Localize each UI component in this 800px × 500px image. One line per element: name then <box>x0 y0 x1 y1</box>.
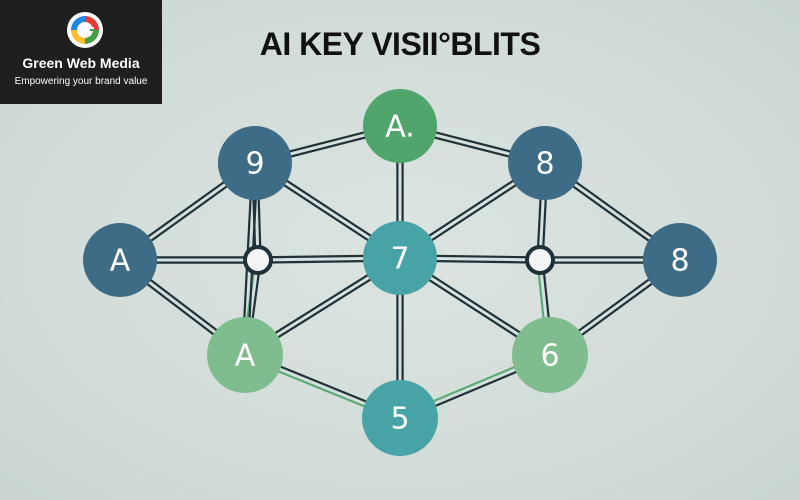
node-label-bottom: 5 <box>390 402 409 437</box>
node-top: A. <box>363 89 437 163</box>
node-bottom: 5 <box>362 380 438 456</box>
node-lower-right: 6 <box>512 317 588 393</box>
node-circle-top <box>363 89 437 163</box>
node-circle-junction-right <box>525 245 555 275</box>
node-left: A <box>83 223 157 297</box>
node-right: 8 <box>643 223 717 297</box>
node-circle-lower-right <box>512 317 588 393</box>
node-circle-right <box>643 223 717 297</box>
node-label-center: 7 <box>390 242 409 277</box>
diagram-title: AI KEY VISII°BLITS <box>259 26 541 62</box>
node-label-lower-right: 6 <box>540 339 559 374</box>
brand-tagline: Empowering your brand value <box>14 76 148 87</box>
node-label-lower-left: A <box>235 339 256 374</box>
node-circle-center <box>363 221 437 295</box>
node-center: 7 <box>363 221 437 295</box>
node-junction-left <box>243 245 273 275</box>
brand-name: Green Web Media <box>22 55 140 71</box>
node-label-upper-right: 8 <box>535 147 554 182</box>
node-circle-upper-right <box>508 126 582 200</box>
node-label-left: A <box>110 244 131 279</box>
node-lower-left: A <box>207 317 283 393</box>
node-label-upper-left: 9 <box>245 147 264 182</box>
node-circle-upper-left <box>218 126 292 200</box>
node-circle-junction-left <box>243 245 273 275</box>
node-upper-left: 9 <box>218 126 292 200</box>
green-web-media-logo-icon <box>67 12 103 48</box>
node-junction-right <box>525 245 555 275</box>
node-label-top: A. <box>385 110 415 145</box>
node-circle-left <box>83 223 157 297</box>
node-circle-bottom <box>362 380 438 456</box>
node-label-right: 8 <box>670 244 689 279</box>
brand-badge: Green Web Media Empowering your brand va… <box>0 0 162 104</box>
node-upper-right: 8 <box>508 126 582 200</box>
node-circle-lower-left <box>207 317 283 393</box>
